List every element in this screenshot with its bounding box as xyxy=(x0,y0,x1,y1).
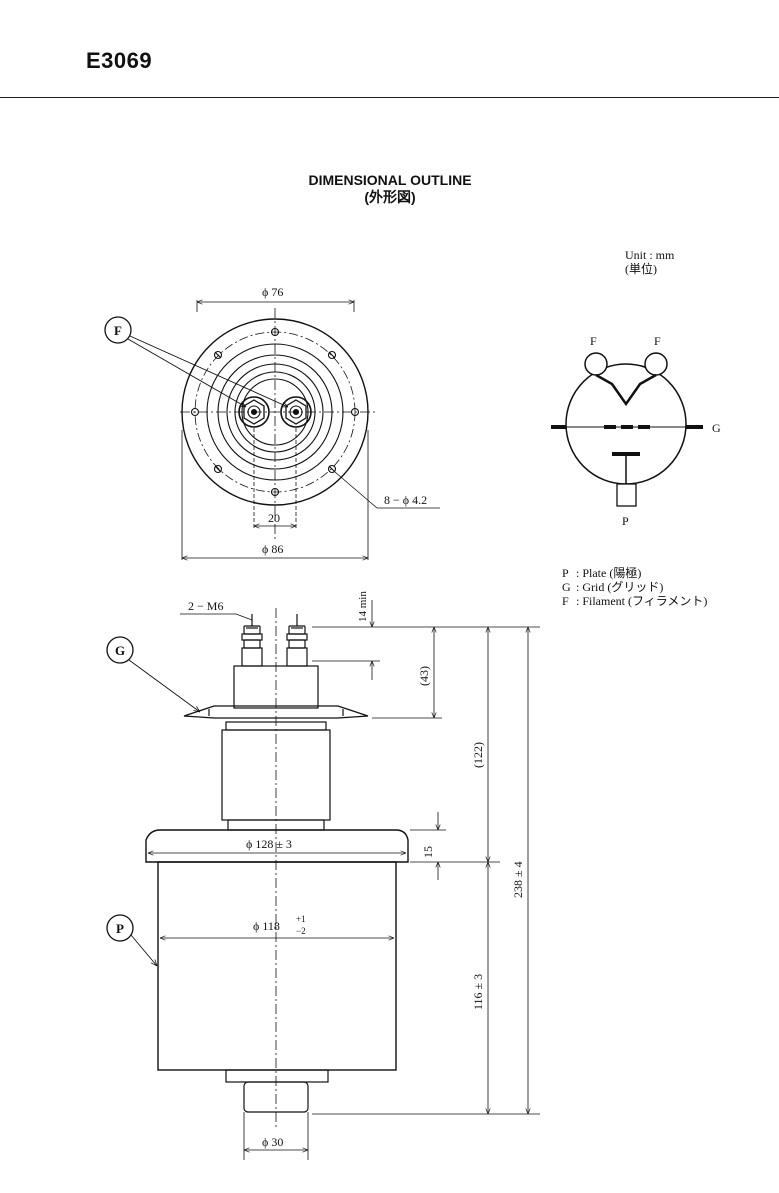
dim-label-30: ϕ 30 xyxy=(262,1135,283,1149)
legend-key: G xyxy=(562,580,571,594)
side-terminal-left xyxy=(241,614,263,667)
upper-body xyxy=(233,665,319,709)
grid-flange xyxy=(183,705,369,719)
callout-f-label: F xyxy=(114,323,122,338)
model-number: E3069 xyxy=(86,48,153,73)
plate-collar xyxy=(145,829,409,863)
dim-label-116: 116 ± 3 xyxy=(471,974,485,1010)
holes-leader xyxy=(334,471,440,509)
ring-3 xyxy=(226,363,324,461)
tube-symbol xyxy=(551,352,703,507)
dim-label-20: 20 xyxy=(268,511,280,525)
callout-f-bubble xyxy=(104,316,132,344)
side-terminal-right xyxy=(286,614,308,667)
terminal-right xyxy=(280,396,312,428)
callout-p-label: P xyxy=(116,921,124,936)
bolt-circle xyxy=(194,331,356,493)
ring-5 xyxy=(241,378,309,446)
symbol-pin-f-left xyxy=(584,352,608,376)
ring-4 xyxy=(234,371,316,453)
callout-p-bubble xyxy=(106,914,134,942)
unit-note: Unit : mm (単位) xyxy=(625,248,674,276)
header-rule xyxy=(0,97,779,98)
legend-row-filament: F : Filament (フィラメント) xyxy=(562,594,707,608)
dim-label-holes: 8 − ϕ 4.2 xyxy=(384,493,427,507)
terminal-left xyxy=(238,396,270,428)
dim-label-122: (122) xyxy=(471,742,485,768)
dim-label-118-upper: +1 xyxy=(296,914,306,924)
unit-line-2: (単位) xyxy=(625,262,657,276)
legend-row-grid: G : Grid (グリッド) xyxy=(562,580,707,594)
title-line-2: (外形図) xyxy=(364,189,416,205)
legend-key: P xyxy=(562,566,569,580)
dim-label-14min: 14 min xyxy=(357,591,369,622)
title-line-1: DIMENSIONAL OUTLINE xyxy=(308,172,472,188)
symbol-pin-f-right xyxy=(644,352,668,376)
terminal-legend: P : Plate (陽極) G : Grid (グリッド) F : Filament… xyxy=(562,566,707,608)
dim-label-15: 15 xyxy=(421,846,435,858)
legend-row-plate: P : Plate (陽極) xyxy=(562,566,707,580)
ring-1 xyxy=(206,343,344,481)
dim-label-terminals: 2 − M6 xyxy=(188,599,223,613)
dim-label-118-lower: −2 xyxy=(296,926,306,936)
legend-text: : Grid (グリッド) xyxy=(576,580,664,594)
dim-label-43: (43) xyxy=(417,666,431,686)
symbol-label-f-right: F xyxy=(654,334,661,348)
callout-g-bubble xyxy=(106,636,134,664)
drawing-title: DIMENSIONAL OUTLINE (外形図) xyxy=(230,172,550,206)
legend-text: : Filament (フィラメント) xyxy=(576,594,708,608)
symbol-label-g: G xyxy=(712,421,721,435)
plate-body xyxy=(157,861,397,1071)
side-view xyxy=(106,600,540,1160)
dim-label-128: ϕ 128 ± 3 xyxy=(246,837,292,851)
symbol-filament xyxy=(595,373,657,407)
symbol-pin-p xyxy=(616,483,637,507)
dim-label-86: ϕ 86 xyxy=(262,542,283,556)
bolt-holes xyxy=(190,327,360,497)
dim-label-76: ϕ 76 xyxy=(262,285,283,299)
symbol-label-f-left: F xyxy=(590,334,597,348)
legend-text: : Plate (陽極) xyxy=(576,566,642,580)
unit-line-1: Unit : mm xyxy=(625,248,675,262)
callout-g-label: G xyxy=(115,643,125,658)
flange-outline xyxy=(181,318,369,506)
dim-label-238: 238 ± 4 xyxy=(511,861,525,898)
ring-2 xyxy=(217,354,333,470)
symbol-label-p: P xyxy=(622,514,629,528)
legend-key: F xyxy=(562,594,569,608)
dim-label-118: ϕ 118 xyxy=(253,919,280,933)
bottom-stub xyxy=(243,1081,309,1113)
top-view xyxy=(104,300,440,560)
